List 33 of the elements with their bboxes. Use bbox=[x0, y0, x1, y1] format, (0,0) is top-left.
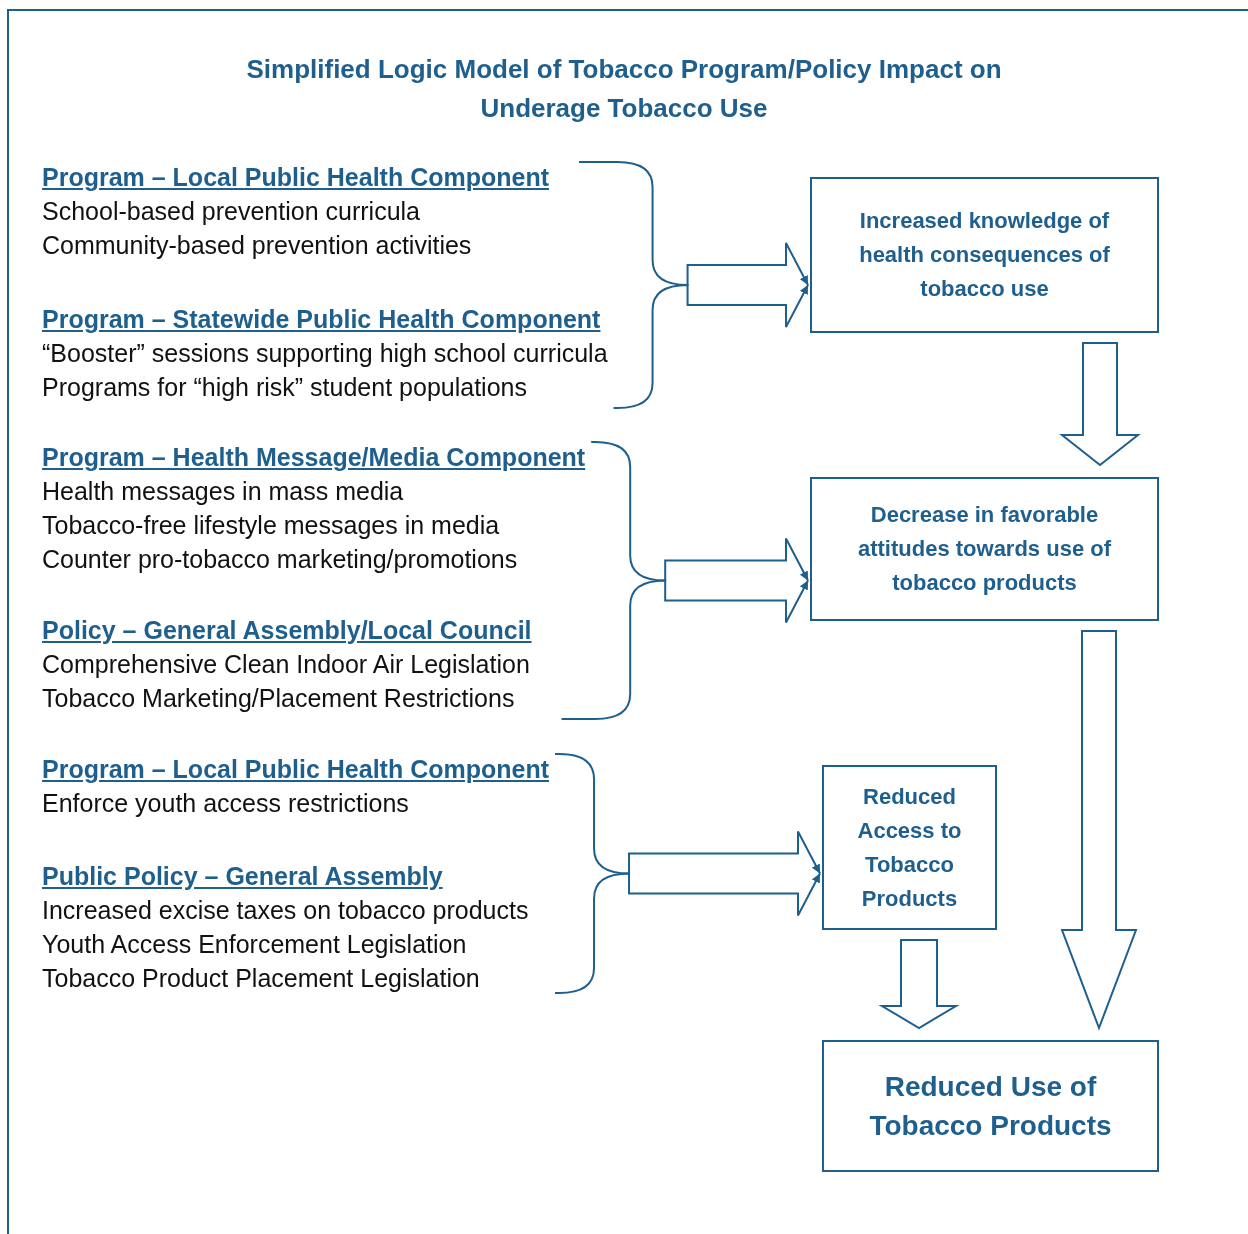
outcome-box: Increased knowledge of health consequences of tobacco use bbox=[810, 177, 1159, 333]
block-arrow bbox=[1060, 630, 1138, 1031]
list-item: School-based prevention curricula bbox=[42, 196, 420, 227]
section-heading: Program – Statewide Public Health Component bbox=[42, 304, 601, 335]
section-heading: Program – Local Public Health Component bbox=[42, 754, 550, 785]
section-heading: Program – Health Message/Media Component bbox=[42, 442, 586, 473]
list-item: Counter pro-tobacco marketing/promotions bbox=[42, 544, 518, 575]
block-arrow bbox=[1059, 342, 1141, 467]
outcome-box: Reduced Use of Tobacco Products bbox=[822, 1040, 1159, 1172]
list-item: Tobacco Marketing/Placement Restrictions bbox=[42, 683, 515, 714]
brace-arrow bbox=[560, 579, 809, 720]
list-item: Tobacco-free lifestyle messages in media bbox=[42, 510, 500, 541]
list-item: Enforce youth access restrictions bbox=[42, 788, 409, 819]
list-item: Youth Access Enforcement Legislation bbox=[42, 929, 467, 960]
list-item: Tobacco Product Placement Legislation bbox=[42, 963, 480, 994]
list-item: Increased excise taxes on tobacco products bbox=[42, 895, 529, 926]
list-item: Community-based prevention activities bbox=[42, 230, 472, 261]
brace-arrow bbox=[578, 161, 809, 286]
list-item: Health messages in mass media bbox=[42, 476, 404, 507]
brace-arrow bbox=[612, 284, 809, 409]
section-heading: Public Policy – General Assembly bbox=[42, 861, 443, 892]
list-item: Programs for “high risk” student populations bbox=[42, 372, 527, 403]
section-heading: Policy – General Assembly/Local Council bbox=[42, 615, 532, 646]
list-item: Comprehensive Clean Indoor Air Legislation bbox=[42, 649, 530, 680]
brace-arrow bbox=[590, 441, 809, 582]
section-heading: Program – Local Public Health Component bbox=[42, 162, 550, 193]
outcome-box: Reduced Access to Tobacco Products bbox=[822, 765, 997, 930]
brace-arrow bbox=[554, 872, 821, 994]
outcome-box: Decrease in favorable attitudes towards use of tobacco products bbox=[810, 477, 1159, 621]
block-arrow bbox=[878, 939, 960, 1030]
brace-arrow bbox=[554, 753, 821, 875]
diagram-title: Simplified Logic Model of Tobacco Program/Policy Impact on Underage Tobacco Use bbox=[245, 53, 1003, 125]
list-item: “Booster” sessions supporting high school curricula bbox=[42, 338, 608, 369]
